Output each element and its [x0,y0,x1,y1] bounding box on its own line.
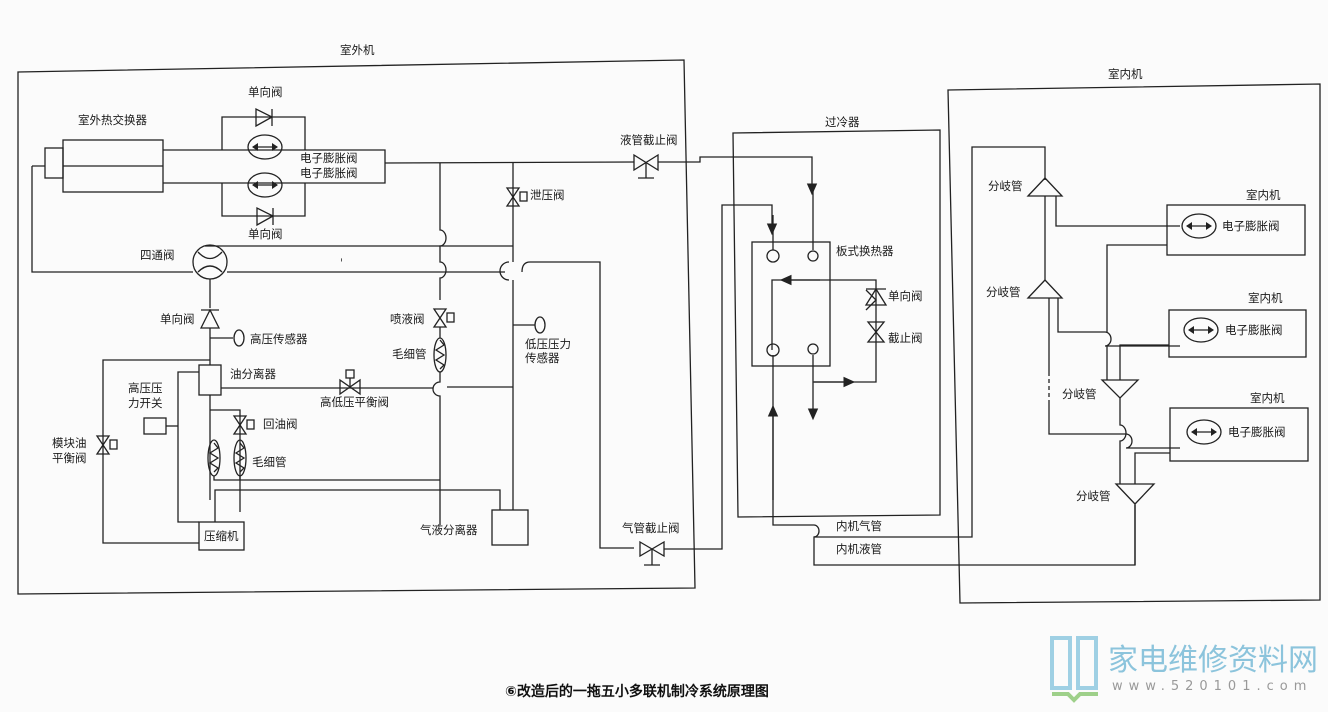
indoor-title: 室内机 [1108,67,1143,81]
label: 毛细管 [392,347,427,361]
label: 平衡阀 [52,451,87,465]
watermark-url: www.520101.com [1112,679,1312,694]
label: 单向阀 [248,227,283,241]
accumulator [491,509,529,546]
subcooler-title: 过冷器 [825,115,860,129]
eev-icon [247,134,283,160]
svg-text:ˌ: ˌ [340,249,343,263]
label: 单向阀 [160,312,195,326]
oil-separator [198,364,222,396]
eev-icon [1183,317,1219,343]
check-valve-icon [256,206,275,227]
label: 单向阀 [248,85,283,99]
label: 单向阀 [888,289,923,303]
label: 气液分离器 [420,523,478,537]
indoor-unit-3 [1169,407,1309,462]
label: 电子膨胀阀 [300,151,358,165]
label: 室内机 [1248,291,1283,305]
label: 低压压力 [525,337,571,351]
label: 压缩机 [204,529,239,543]
outdoor-title: 室外机 [340,43,375,57]
branch-pipe-icon [1100,379,1140,399]
compressor [198,521,245,551]
label: 四通阀 [140,248,175,262]
label: 电子膨胀阀 [1228,425,1286,439]
subcooler: 过冷器 板式换热器 单向阀 截止阀 内机气管 内机液管 [732,115,1136,566]
label: 电子膨胀阀 [300,166,358,180]
label: 室内机 [1250,391,1285,405]
label: 泄压阀 [530,188,565,202]
label: 传感器 [525,351,560,365]
label: 室内机 [1246,188,1281,202]
label: 电子膨胀阀 [1222,219,1280,233]
label: 高压传感器 [250,332,308,346]
caption: ⑥改造后的一拖五小多联机制冷系统原理图 [505,683,769,700]
label: 回油阀 [263,417,298,431]
plate-heat-exchanger [751,241,831,367]
label: 内机液管 [836,542,882,556]
label: 力开关 [128,396,163,410]
watermark-logo: 家电维修资料网 www.520101.com [1050,636,1318,703]
gas-stop-valve-icon [639,540,665,558]
eev-icon [1186,419,1222,445]
label: 截止阀 [888,331,923,345]
indoor-units: 室内机 分岐管 分岐管 分岐管 分岐管 电子膨胀阀 电子膨胀阀 电子膨胀阀 室内… [947,67,1321,604]
label: 液管截止阀 [620,133,678,147]
label: 油分离器 [230,367,276,381]
label: 气管截止阀 [622,521,680,535]
label: 模块油 [52,436,87,450]
hp-sensor-icon [233,329,245,347]
label: 电子膨胀阀 [1225,323,1283,337]
indoor-unit-1 [1166,204,1306,256]
stop-valve-icon [866,321,886,343]
branch-pipe-icon [1114,483,1156,505]
outdoor-unit: 室外机 室外热交换器 单向阀 电子膨胀阀 电子膨胀阀 单向阀 液管截止阀 泄压阀 [17,43,818,595]
check-valve-icon [255,107,274,128]
lp-sensor-icon [534,316,546,334]
label: 板式换热器 [836,244,894,258]
liquid-stop-valve-icon [633,153,659,172]
check-valve-icon [199,308,221,329]
check-valve-icon [864,287,888,306]
label: 毛细管 [252,455,287,469]
label: 内机气管 [836,519,882,533]
branch-pipe-icon [1026,177,1064,197]
label: 高低压平衡阀 [320,395,389,409]
label: 高压压 [128,381,163,395]
indoor-unit-2 [1168,309,1307,358]
label: 分岐管 [988,179,1023,193]
watermark-text: 家电维修资料网 [1108,643,1318,678]
four-way-valve-icon [192,244,228,280]
label: 分岐管 [986,285,1021,299]
label: 分岐管 [1076,489,1111,503]
hx-label: 室外热交换器 [78,113,147,127]
label: 喷液阀 [390,312,425,326]
injection-valve-icon [433,308,447,328]
hp-switch [143,417,167,435]
label: 分岐管 [1062,387,1097,401]
branch-pipe-icon [1026,279,1064,299]
balance-valve-icon [339,378,361,396]
eev-icon [247,172,283,198]
eev-icon [1181,213,1217,239]
